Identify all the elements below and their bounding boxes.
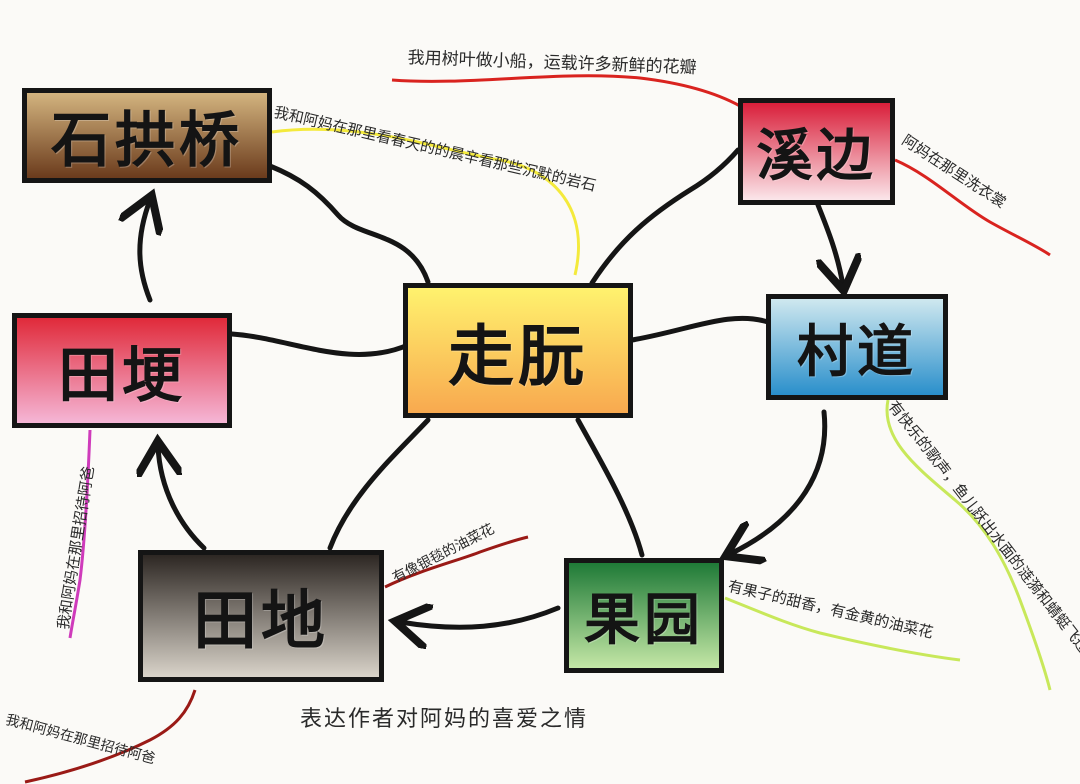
node-label: 走朊	[448, 317, 588, 395]
branch-to-guoyuan	[575, 417, 645, 558]
underline-guoyuan	[724, 596, 961, 662]
node-center: 走朊	[403, 283, 633, 418]
node-label: 田埂	[58, 341, 186, 411]
branch-to-xibian	[589, 147, 741, 286]
node-label: 田地	[193, 585, 329, 659]
arrow-tiangeng-to-shigongqiao	[140, 200, 150, 303]
node-tiangeng: 田埂	[12, 313, 232, 428]
branch-to-cundao	[629, 315, 771, 343]
arrow-tiandi-to-tiangeng	[158, 446, 207, 551]
node-label: 果园	[584, 588, 704, 653]
node-cundao: 村道	[766, 294, 948, 400]
underline-shigongqiao	[271, 127, 580, 276]
arrow-xibian-to-cundao	[815, 202, 843, 286]
branch-to-tiangeng	[229, 331, 411, 357]
node-tiandi: 田地	[138, 550, 384, 682]
branch-to-tiandi	[327, 417, 431, 551]
node-label: 溪边	[756, 124, 877, 189]
node-xibian: 溪边	[738, 98, 895, 205]
underline-xibian	[894, 158, 1051, 257]
summary-text: 表达作者对阿妈的喜爱之情	[300, 707, 589, 732]
arrow-guoyuan-to-tiandi	[400, 608, 561, 627]
node-guoyuan: 果园	[564, 558, 724, 673]
underline-tiandi	[384, 535, 529, 589]
node-label: 石拱桥	[51, 106, 243, 176]
node-label: 村道	[797, 319, 917, 385]
underline-top	[391, 74, 741, 108]
node-shigongqiao: 石拱桥	[22, 88, 272, 183]
branch-to-shigongqiao	[267, 163, 431, 285]
arrow-cundao-to-guoyuan	[730, 409, 828, 554]
underline-bottom-left	[24, 689, 197, 784]
underline-tiangeng	[68, 429, 92, 639]
underline-cundao	[885, 399, 1052, 691]
